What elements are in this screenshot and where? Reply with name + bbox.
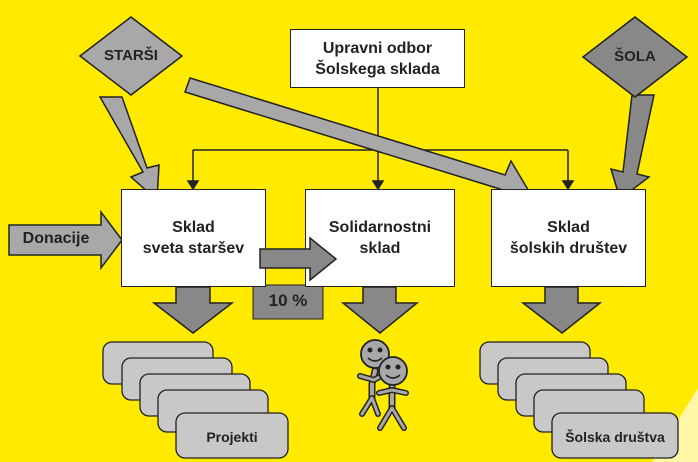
sklad-solskih-drustev-box: Sklad šolskih društev xyxy=(491,189,646,287)
percent-label: 10 % xyxy=(268,291,308,310)
person-front xyxy=(376,356,409,431)
sola-label: ŠOLA xyxy=(614,48,656,65)
drustva-label: Šolska društva xyxy=(565,429,665,445)
projekti-stack xyxy=(102,341,289,459)
connector-arrowhead-left xyxy=(186,180,200,191)
arrow-down-drustva xyxy=(520,286,603,334)
projekti-label: Projekti xyxy=(206,429,258,445)
percent-box xyxy=(252,284,324,320)
donacije-label: Donacije xyxy=(22,230,90,247)
projekti-card-5 xyxy=(175,412,289,459)
arrow-starsi-to-drustva xyxy=(184,77,532,205)
connector-lines xyxy=(186,88,575,191)
sola-diamond xyxy=(581,16,689,98)
drustva-card-5 xyxy=(551,412,679,459)
connector-arrowhead-center xyxy=(371,180,385,191)
arrow-sola-down xyxy=(609,94,655,201)
sklad-sveta-starsev-box: Sklad sveta staršev xyxy=(121,189,266,287)
starsi-label: STARŠI xyxy=(104,47,158,64)
donacije-arrow xyxy=(8,209,123,271)
solidarnostni-sklad-box: Solidarnostni sklad xyxy=(305,189,455,287)
starsi-diamond xyxy=(78,16,184,96)
connector-arrowhead-right xyxy=(561,180,575,191)
upravni-odbor-box: Upravni odbor Šolskega sklada xyxy=(290,29,465,88)
arrow-down-solidarnostni xyxy=(340,286,420,334)
arrow-down-projekti xyxy=(151,286,235,334)
drustva-stack xyxy=(479,341,679,459)
people-icon xyxy=(357,339,409,431)
arrow-starsi-down xyxy=(98,96,160,202)
